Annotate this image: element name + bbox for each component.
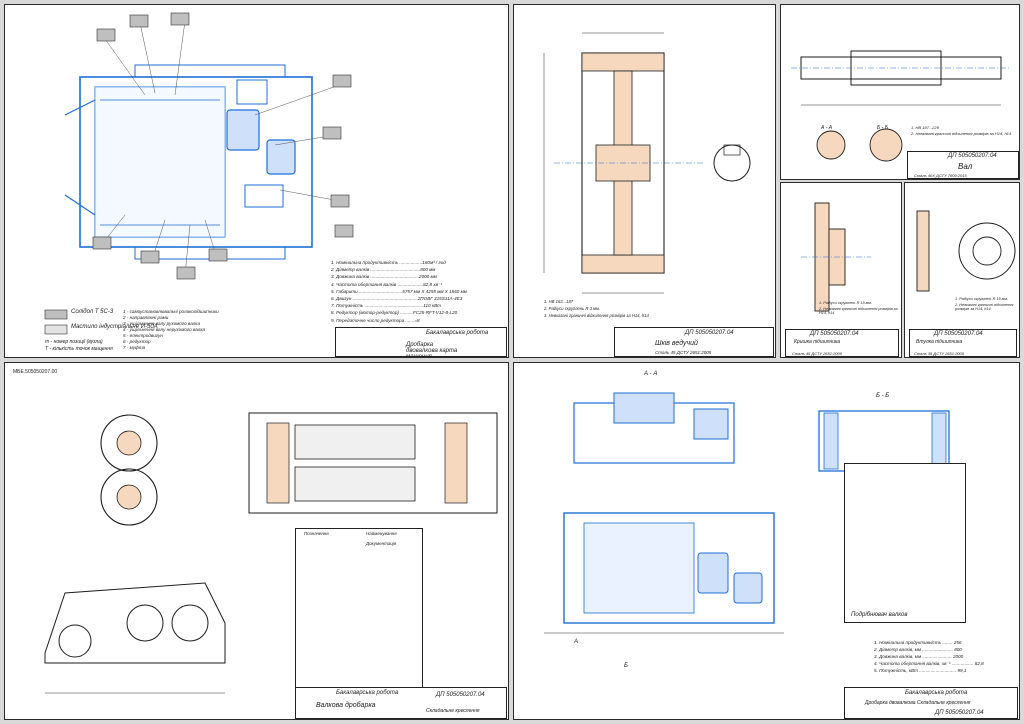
view-marker-b: Б <box>624 663 628 669</box>
title-material: Сталь 45 ДСТУ 2651:2005 <box>655 350 712 355</box>
tech-note: 1. Радіуси скруглень R 15 мм. <box>955 297 1008 301</box>
title-name: Втулка підшипника <box>916 339 963 345</box>
title-block: Бакалаврська робота Дробарка двовалкова … <box>844 687 1018 719</box>
spec-item: 7. Потужність ..........................… <box>331 303 441 309</box>
tech-note: 2. Невказані граничні відхилення розмірі… <box>911 131 1012 136</box>
spec-item: 5. Потужність, кВт .....................… <box>874 668 967 673</box>
title-org: Бакалаврська робота <box>336 690 399 696</box>
title-material: Сталь 40Х ДСТУ 7809:2015 <box>914 173 967 178</box>
title-block: ДП 505050207.04 Вал Сталь 40Х ДСТУ 7809:… <box>907 151 1019 179</box>
title-block: Бакалаврська робота Валкова дробарка ДП … <box>295 687 507 719</box>
spec-item: 4. Частота обертання валків ............… <box>331 281 442 287</box>
spec-item: 3. Довжина валків, мм ..................… <box>874 654 964 659</box>
title-code: ДП 505050207.04 <box>436 692 485 698</box>
tech-note: 3. Невказані граничні відхилення розмірі… <box>544 313 649 318</box>
legend-note-count: Т - кількість точок мащення <box>45 346 113 352</box>
title-name: Вал <box>958 162 973 171</box>
title-code: ДП 505050207.04 <box>934 331 983 337</box>
notes-list: 1 - самоустановлювальні роликопідшипники… <box>123 309 293 351</box>
section-label-b: Б - Б <box>877 125 888 131</box>
tech-note: 2. Невказані граничні відхилення розмірі… <box>955 303 1014 311</box>
legend-item-oil: Мастило індустріальне И-50А <box>71 324 158 330</box>
legend-note-position: т - номер позиції (вузла) <box>45 339 103 345</box>
spec-item: 2. Діаметр валків ......................… <box>331 267 436 273</box>
note-item: 7 - муфта <box>123 345 146 350</box>
title-block: Бакалаврська робота Дробарка двовалкова … <box>335 327 507 357</box>
spec-item: 1. Номінальна продуктивність ........ 25… <box>874 640 962 645</box>
note-item: 1 - самоустановлювальні роликопідшипники <box>123 309 219 314</box>
spec-table: Позначення Найменування Документація <box>295 528 423 688</box>
section-label-a-a: А - А <box>644 371 658 377</box>
title-org: Бакалаврська робота <box>905 690 968 696</box>
spec-item: 4. Частота обертання валків, хв⁻¹ ......… <box>874 661 984 666</box>
view-marker-a: А <box>574 639 579 645</box>
section-label-b-b: Б - Б <box>876 393 890 399</box>
spec-title: Подрібнювач валков <box>851 612 908 618</box>
drawing-stamp: МБЕ.505050207.00 <box>13 369 58 375</box>
spec-item: 8. Редуктор (мотор-редуктор) ..........F… <box>331 310 458 316</box>
legend-item-grease: Солідол Т 5С-3 <box>71 309 114 315</box>
drawing-crusher-plan <box>44 12 354 335</box>
sheet-assembly-sections: МБЕ.505050207.00 Позначення Найменування… <box>4 362 509 720</box>
drawing-bearing-cover <box>801 202 871 312</box>
sheet-bearing-cover: 1. Радіуси скруглень R 15 мм. 2. Невказа… <box>780 182 902 358</box>
sheet-assembly-views: А - А Б - Б А Б Подрібнювач валков 1. Но… <box>513 362 1020 720</box>
note-item: 3 - ущільнення валу рухомого валка <box>123 321 201 326</box>
spec-item: 2. Діаметр валків, мм ..................… <box>874 647 962 652</box>
tech-note: 1. Радіуси скруглень R 15 мм. <box>819 301 872 305</box>
note-item: 4 - ущільнення валу нерухомого валка <box>123 327 206 332</box>
title-block: ДП 505050207.04 Кришка підшипника Сталь … <box>785 329 899 357</box>
spec-item: 1. Номінальна продуктивність ...........… <box>331 260 446 265</box>
title-code: ДП 505050207.04 <box>685 330 734 336</box>
spec-table: Подрібнювач валков <box>844 463 966 623</box>
section-label-a: А - А <box>821 125 833 131</box>
title-block: ДП 505050207.04 Втулка підшипника Сталь … <box>909 329 1017 357</box>
tech-note: 2. Невказані граничні відхилення розмірі… <box>819 307 898 315</box>
title-name: Дробарка двовалкова карта мащення <box>406 342 458 358</box>
title-code: ДП 505050207.04 <box>810 331 859 337</box>
sheet-lubrication-map: Солідол Т 5С-3 Мастило індустріальне И-5… <box>4 4 509 358</box>
title-block: ДП 505050207.04 Шків ведучий Сталь 45 ДС… <box>614 327 774 357</box>
tech-note: 2. Радіуси скруглень R 3 мм. <box>544 306 601 311</box>
title-name: Шків ведучий <box>655 340 698 347</box>
drawing-pulley <box>543 32 751 294</box>
note-item: 5 - електродвигун <box>123 333 163 338</box>
spec-section: Документація <box>366 541 397 546</box>
drawing-crusher-assembly <box>44 412 498 694</box>
drawing-bearing-bush <box>916 210 1016 292</box>
title-sub: Складальне креслення <box>426 708 480 714</box>
title-name: Дробарка двовалкова Складальне креслення <box>865 700 971 706</box>
spec-list: 1. Номінальна продуктивність ........ 25… <box>874 639 1014 674</box>
tech-note: 1. НВ 163...187 <box>544 299 574 304</box>
title-material: Сталь 45 ДСТУ 2651:2005 <box>792 351 842 356</box>
drawing-crusher-views <box>544 392 950 634</box>
title-code: ДП 505050207.04 <box>948 153 997 159</box>
tech-note: 1. НВ 197...229 <box>911 125 939 130</box>
spec-item: 9. Передаточне число редуктора .......=8 <box>331 317 420 323</box>
sheet-bearing-bush: 1. Радіуси скруглень R 15 мм. 2. Невказа… <box>904 182 1020 358</box>
spec-item: 3. Довжина валків ......................… <box>331 274 437 280</box>
title-code: ДП 505050207.04 <box>935 710 984 716</box>
note-item: 2 - направляючі рами <box>123 315 169 320</box>
spec-item: 5. Габарити ............................… <box>331 288 467 294</box>
spec-header-name: Найменування <box>366 531 397 536</box>
title-org: Бакалаврська робота <box>426 330 489 336</box>
title-name: Кришка підшипника <box>794 339 841 345</box>
spec-item: 6. Двигун ..............................… <box>331 296 463 302</box>
spec-list: 1. Номінальна продуктивність ...........… <box>331 259 501 324</box>
title-material: Сталь 35 ДСТУ 2651:2005 <box>914 351 964 356</box>
sheet-pulley: 1. НВ 163...187 2. Радіуси скруглень R 3… <box>513 4 776 358</box>
sheet-shaft: А - А Б - Б 1. НВ 197...229 2. Невказані… <box>780 4 1020 180</box>
drawing-shaft <box>791 50 1011 162</box>
title-name: Валкова дробарка <box>316 702 376 709</box>
spec-header-designation: Позначення <box>304 531 329 536</box>
note-item: 6 - редуктор <box>123 339 151 344</box>
